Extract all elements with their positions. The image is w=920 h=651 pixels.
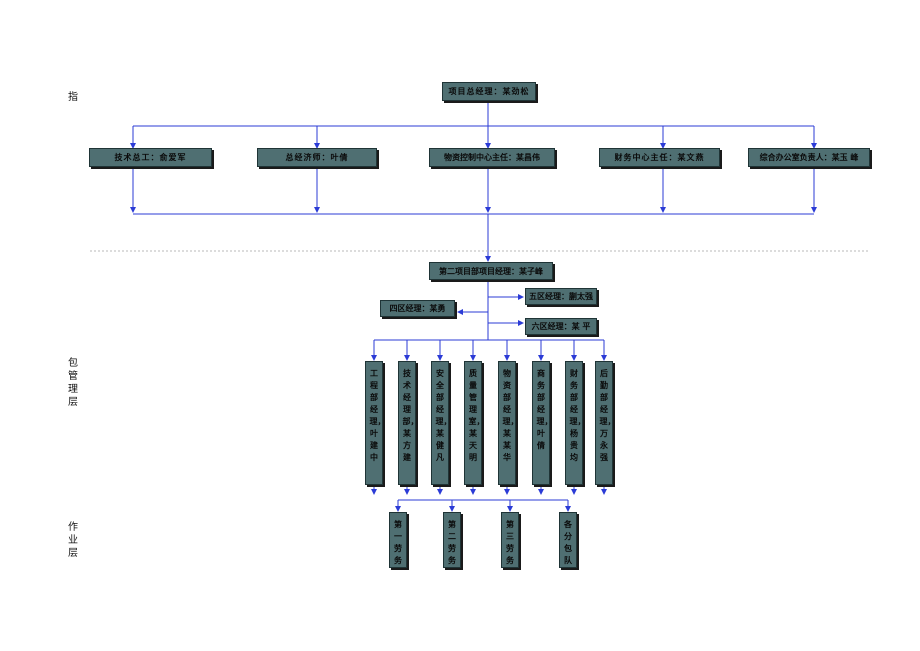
team-label: 各分包队伍 (564, 520, 572, 565)
district-label: 五区经理：蒯太强 (529, 292, 593, 301)
project2-manager-box: 第二项目部项目经理：某子峰 (429, 262, 553, 280)
department-box-commerce: 商务部经理，叶倩 (532, 361, 550, 485)
side-label-top-text: 指 (68, 92, 78, 103)
side-label-bottom-text: 作业层 (68, 522, 78, 559)
team-box-3: 第三劳务 (501, 512, 519, 568)
team-box-subcontract: 各分包队伍 (559, 512, 577, 568)
department-box-quality: 质量管理室，某天明 (464, 361, 482, 485)
district-label: 四区经理：某勇 (389, 304, 446, 313)
project2-manager-label: 第二项目部项目经理：某子峰 (439, 266, 543, 276)
department-label: 财务部经理，杨贵均 (569, 369, 583, 462)
side-label-top: 指 (68, 91, 79, 104)
department-label: 物资部经理，某某华 (502, 369, 516, 462)
director-label: 物资控制中心主任：某昌伟 (444, 153, 540, 162)
side-label-middle: 包管理层 (68, 357, 79, 409)
director-box-economist: 总经济师：叶倩 (257, 148, 377, 167)
team-label: 第三劳务 (506, 520, 514, 565)
general-manager-label: 项目总经理：某劲松 (448, 87, 530, 96)
side-label-middle-text: 包管理层 (68, 358, 78, 408)
team-label: 第一劳务 (394, 520, 402, 565)
team-box-1: 第一劳务 (389, 512, 407, 568)
district-box-5: 五区经理：蒯太强 (525, 288, 597, 305)
team-box-2: 第二劳务 (443, 512, 461, 568)
department-box-logistics: 后勤部经理，万永强 (595, 361, 613, 485)
department-box-safety: 安全部经理，某健凡 (431, 361, 449, 485)
side-label-bottom: 作业层 (68, 521, 79, 560)
director-box-materials: 物资控制中心主任：某昌伟 (429, 148, 555, 167)
department-label: 安全部经理，某健凡 (435, 369, 449, 462)
department-label: 商务部经理，叶倩 (536, 369, 550, 450)
director-label: 技术总工：俞爱军 (114, 153, 187, 162)
department-box-materials: 物资部经理，某某华 (498, 361, 516, 485)
director-label: 总经济师：叶倩 (285, 153, 349, 162)
team-label: 第二劳务 (448, 520, 456, 565)
district-box-6: 六区经理：某 平 (525, 318, 597, 335)
department-label: 工程部经理，叶建中 (369, 369, 383, 462)
department-box-finance: 财务部经理，杨贵均 (565, 361, 583, 485)
director-box-technical: 技术总工：俞爱军 (89, 148, 212, 167)
department-label: 技术经理部，某方建 (402, 369, 416, 462)
department-box-technical: 技术经理部，某方建 (398, 361, 416, 485)
director-box-finance: 财务中心主任：某文燕 (599, 148, 720, 167)
district-label: 六区经理：某 平 (531, 322, 591, 331)
director-box-office: 综合办公室负责人：某玉 峰 (748, 148, 870, 167)
district-box-4: 四区经理：某勇 (380, 300, 455, 317)
department-box-engineering: 工程部经理，叶建中 (365, 361, 383, 485)
department-label: 质量管理室，某天明 (468, 369, 482, 462)
department-label: 后勤部经理，万永强 (599, 369, 613, 462)
director-label: 综合办公室负责人：某玉 峰 (759, 153, 859, 162)
general-manager-box: 项目总经理：某劲松 (442, 82, 536, 101)
director-label: 财务中心主任：某文燕 (614, 153, 705, 162)
